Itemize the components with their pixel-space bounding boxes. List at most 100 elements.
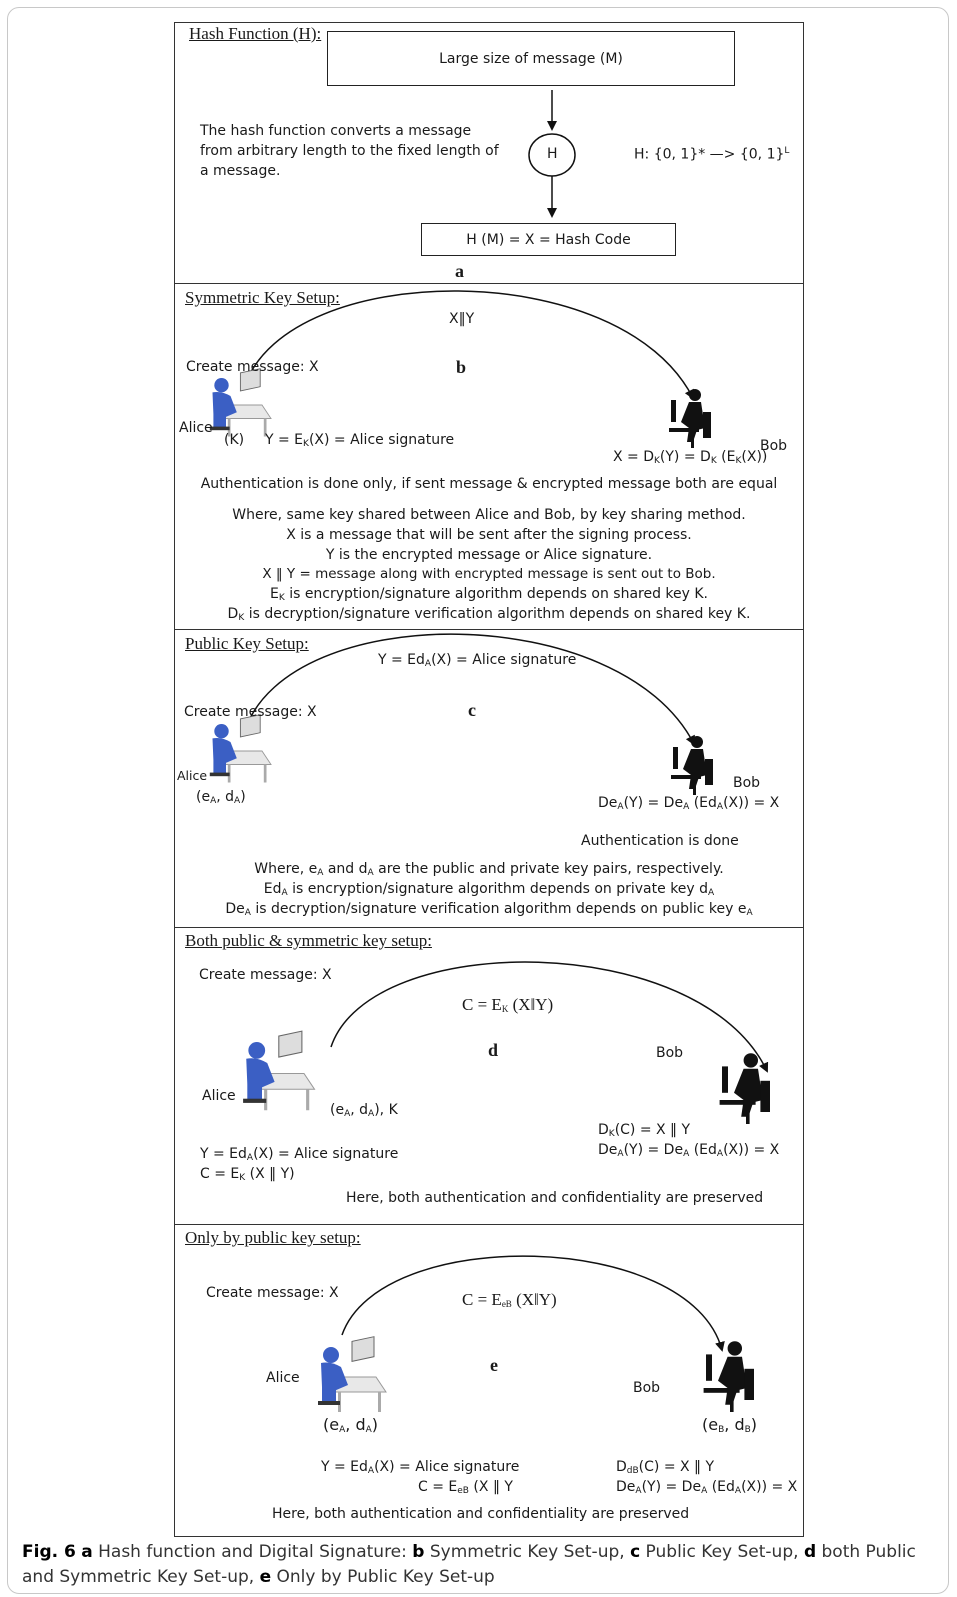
b-verify-a: X = D [613,449,655,465]
panel-b-arc-label: X‖Y [449,311,475,327]
panel-c-create-message: Create message: X [184,704,317,720]
d-cipher-a: C = E [200,1166,240,1182]
hash-mapping-sup: L [784,146,790,156]
e-ddb-sub: dB [626,1466,639,1476]
caption-d-text: both Public and Symmetric Key Set-up, [22,1542,916,1587]
e-verify-sub3: A [734,1486,742,1496]
panel-b-key: (K) [224,432,245,448]
caption-c-text: Public Key Set-up, [640,1542,804,1562]
panel-b-alice: Alice [179,420,213,436]
b-note-d: D [227,606,239,622]
panel-d-heading: Both public & symmetric key setup: [185,931,432,950]
d-dk-rest: (C) = X ‖ Y [614,1122,691,1138]
e-verify-sub2: A [701,1486,708,1496]
d-cipher-rest: (X ‖ Y) [245,1166,295,1182]
c-keys-b: , d [216,789,235,805]
arc-b [244,290,694,400]
alice-figure-b [209,368,272,437]
e-bkeys-a: (e [702,1415,719,1434]
e-akeys-c: ) [371,1415,379,1434]
alice-figure-d [243,1030,316,1111]
e-verify-a: De [616,1479,636,1495]
panel-c-heading: Public Key Setup: [185,634,309,653]
panel-d-bob: Bob [656,1045,684,1061]
e-ddb-rest: (C) = X ‖ Y [638,1459,715,1475]
panel-c-note-3: DeA is decryption/signature verification… [174,901,804,922]
d-verify-a: De [598,1142,618,1158]
c-verify-d: (X)) = X [723,795,780,811]
e-akeys-a: (e [323,1415,340,1434]
d-arc-rest: (X‖Y) [508,995,554,1014]
e-akeys-sub2: A [365,1425,372,1435]
divider-cd [174,927,804,928]
panel-e-verify: DeA(Y) = DeA (EdA(X)) = X [616,1479,797,1500]
d-verify-b: (Y) = De [623,1142,684,1158]
panel-e-summary: Here, both authentication and confidenti… [272,1506,690,1522]
panel-b-signature: Y = EK(X) = Alice signature [265,432,454,453]
panel-d-decrypt: DK(C) = X ‖ Y [598,1122,690,1143]
panel-b-note-6: DK is decryption/signature verification … [174,606,804,627]
b-verify-c: (E [716,449,736,465]
panel-c-bob: Bob [733,775,761,791]
b-note-e-text: is encryption/signature algorithm depend… [289,586,709,602]
message-box: Large size of message (M) [327,31,735,86]
d-verify-sub3: A [716,1149,724,1159]
panel-e-alice: Alice [266,1370,300,1386]
c-arc-rest: (X) = Alice signature [431,652,577,668]
panel-c-keys: (eA, dA) [196,789,246,810]
panel-e-bob: Bob [633,1380,661,1396]
d-keys-c: ), K [374,1102,398,1118]
panel-d-arc-label: C = EK (X‖Y) [462,996,553,1018]
message-box-label: Large size of message (M) [439,50,623,67]
panel-b-note-5: EK is encryption/signature algorithm dep… [174,586,804,607]
e-akeys-b: , d [345,1415,366,1434]
caption-b: b [412,1542,425,1562]
e-sign-sub: A [367,1466,375,1476]
b-sign-a: Y = E [265,432,304,448]
b-note-e-sub: K [278,593,285,603]
panels-container [174,22,804,1537]
c-note3-sub2: A [746,908,753,918]
c-note2-b: is encryption/signature algorithm depend… [287,881,709,897]
d-verify-c: (Ed [689,1142,717,1158]
c-verify-sub1: A [617,802,624,812]
caption-c: c [630,1542,641,1562]
d-keys-a: (e [330,1102,345,1118]
c-keys-c: ) [240,789,246,805]
c-arc-sub: A [424,659,432,669]
hash-mapping: H: {0, 1}* —> {0, 1}L [634,143,789,164]
d-sign-sub: A [246,1153,254,1163]
hash-code-box: H (M) = X = Hash Code [421,223,676,256]
panel-b-note-4: X ‖ Y = message along with encrypted mes… [262,566,716,582]
d-sign-rest: (X) = Alice signature [253,1146,399,1162]
figure-caption: Fig. 6 a Hash function and Digital Signa… [22,1540,947,1590]
e-arc-a: C = E [462,1290,502,1309]
e-cipher-a: C = E [418,1479,458,1495]
c-verify-sub2: A [683,802,690,812]
e-bkeys-b: , d [724,1415,745,1434]
b-verify-sub2: K [710,456,717,466]
bob-figure-b [669,389,711,448]
panel-e-cipher: C = EeB (X ‖ Y [418,1479,513,1500]
d-dk-a: D [598,1122,609,1138]
panel-e-alice-keys: (eA, dA) [323,1416,378,1439]
figure-frame [7,7,949,1594]
caption-d: d [803,1542,817,1562]
d-keys-b: , d [350,1102,369,1118]
panel-d-verify: DeA(Y) = DeA (EdA(X)) = X [598,1142,779,1163]
b-note-d-text: is decryption/signature verification alg… [248,606,751,622]
d-arc-a: C = E [462,995,502,1014]
c-note2-sub2: A [708,888,715,898]
panel-e-arc-label: C = EeB (X‖Y) [462,1291,557,1313]
divider-de [174,1224,804,1225]
e-akeys-sub1: A [339,1425,346,1435]
c-note1-c: are the public and private key pairs, re… [373,861,724,877]
panel-d-signature: Y = EdA(X) = Alice signature [200,1146,398,1167]
panel-e-bob-keys: (eB, dB) [702,1416,757,1439]
bob-figure-d [719,1053,770,1124]
caption-a: a [81,1542,93,1562]
panel-c-note-2: EdA is encryption/signature algorithm de… [174,881,804,902]
e-bkeys-sub1: B [718,1425,725,1435]
c-keys-a: (e [196,789,211,805]
